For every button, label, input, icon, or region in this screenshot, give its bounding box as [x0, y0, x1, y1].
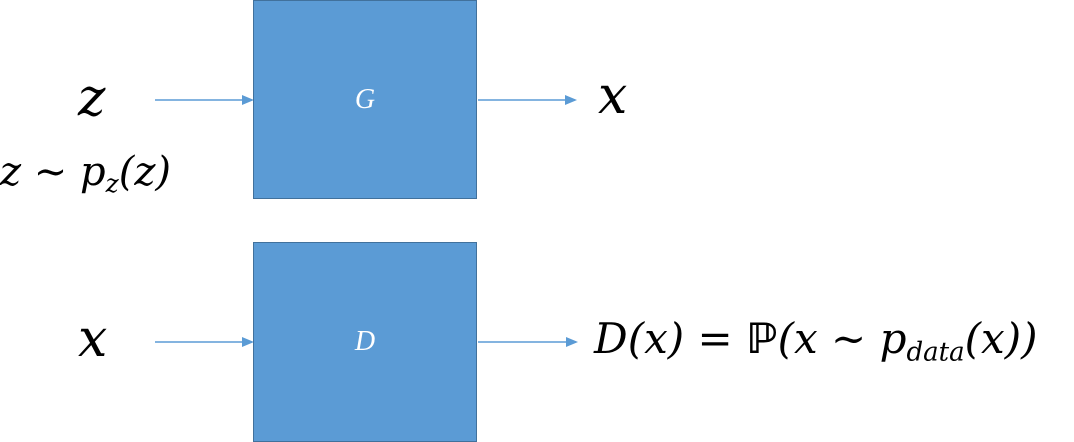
dist-arg: (z)	[118, 149, 172, 195]
out-p: p	[879, 314, 907, 363]
discriminator-output-expression: D(x) = ℙ(x ∼ pdata(x))	[594, 318, 1037, 366]
generator-input-symbol: z	[78, 68, 106, 128]
latent-distribution-label: z ∼ pz(z)	[0, 149, 172, 196]
out-sub: data	[906, 337, 965, 368]
discriminator-box: D	[253, 242, 477, 442]
generator-output-symbol: x	[598, 66, 628, 126]
out-op: ∼	[831, 314, 867, 363]
dist-sub: z	[105, 168, 119, 198]
out-arg: (x))	[964, 314, 1038, 363]
out-eq: =	[697, 314, 733, 363]
generator-box: G	[253, 0, 477, 199]
dist-op: ∼	[33, 149, 68, 195]
out-open: (x	[777, 314, 818, 363]
out-lhs-arg: (x)	[627, 314, 685, 363]
discriminator-input-symbol: x	[78, 309, 108, 369]
out-lhs: D	[594, 314, 628, 363]
dist-lhs: z	[0, 149, 22, 195]
out-prob: ℙ	[746, 314, 778, 363]
discriminator-label: D	[354, 326, 376, 357]
generator-label: G	[354, 83, 376, 115]
dist-p: p	[80, 149, 106, 195]
